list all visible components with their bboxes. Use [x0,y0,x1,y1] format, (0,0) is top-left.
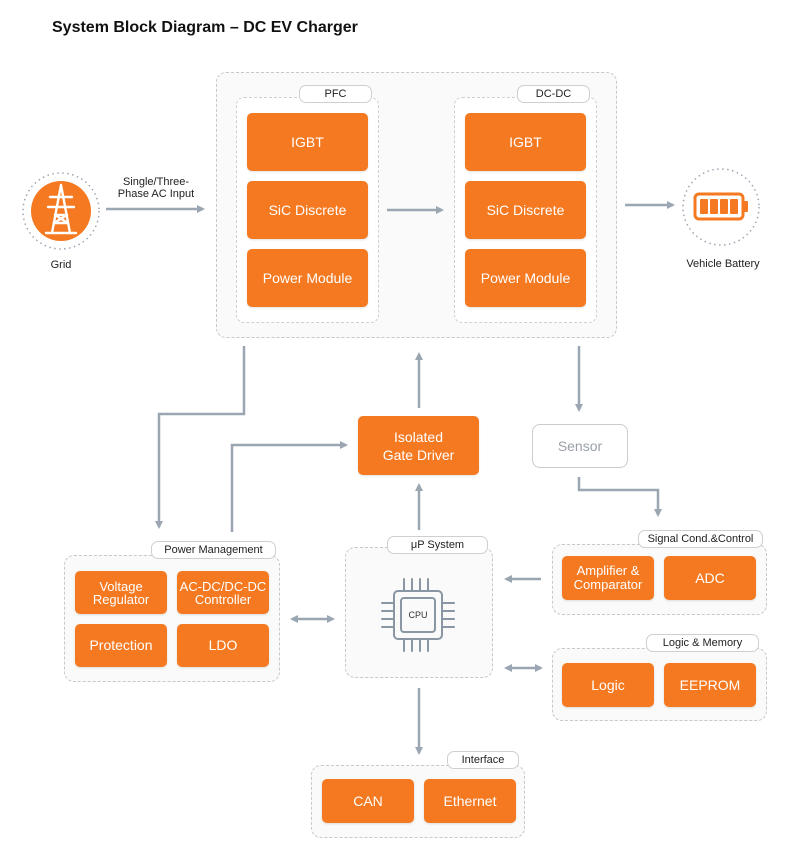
power-management-tag: Power Management [151,541,276,559]
up-system-tag: μP System [387,536,488,554]
pfc-power-module-block: Power Module [247,249,368,307]
protection-block: Protection [75,624,167,667]
diagram-title: System Block Diagram – DC EV Charger [52,19,358,36]
pm-to-gate-driver-arrow [230,441,348,532]
up-system-group [345,547,493,678]
logic-memory-tag: Logic & Memory [646,634,759,652]
signal-cond-tag: Signal Cond.&Control [638,530,763,548]
acdc-dcdc-controller-block: AC-DC/DC-DC Controller [177,571,269,614]
logic-block: Logic [562,663,654,707]
battery-icon [682,168,760,246]
vehicle-battery-label: Vehicle Battery [686,258,760,270]
power-tower-icon [22,172,100,250]
interface-tag: Interface [447,751,519,769]
grid-label: Grid [50,259,72,271]
dcdc-igbt-block: IGBT [465,113,586,171]
pfc-igbt-block: IGBT [247,113,368,171]
can-block: CAN [322,779,414,823]
sensor-block: Sensor [532,424,628,468]
eeprom-block: EEPROM [664,663,756,707]
sensor-to-signal-cond-arrow [577,477,662,517]
pfc-sic-discrete-block: SiC Discrete [247,181,368,239]
adc-block: ADC [664,556,756,600]
pfc-tag: PFC [299,85,372,103]
ac-input-label: Single/Three- Phase AC Input [117,176,195,200]
dcdc-sic-discrete-block: SiC Discrete [465,181,586,239]
dcdc-tag: DC-DC [517,85,590,103]
cpu-label: CPU [408,610,428,620]
dcdc-power-module-block: Power Module [465,249,586,307]
ldo-block: LDO [177,624,269,667]
isolated-gate-driver-block: Isolated Gate Driver [358,416,479,475]
voltage-regulator-block: Voltage Regulator [75,571,167,614]
ethernet-block: Ethernet [424,779,516,823]
amplifier-comparator-block: Amplifier & Comparator [562,556,654,600]
cpu-icon [381,578,455,652]
power-stage-to-pm-arrow [155,346,246,529]
